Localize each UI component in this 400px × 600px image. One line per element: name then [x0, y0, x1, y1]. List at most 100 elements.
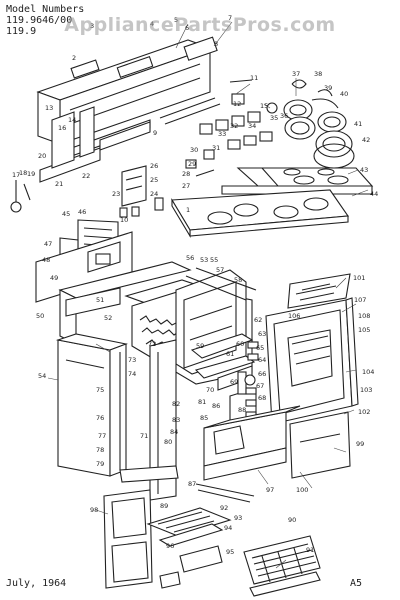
callout-63: 63 — [258, 330, 266, 338]
callout-92: 92 — [220, 504, 228, 512]
callout-65: 65 — [256, 344, 264, 352]
callout-69: 69 — [230, 378, 238, 386]
callout-58: 58 — [234, 276, 242, 284]
callout-51: 51 — [96, 296, 104, 304]
callout-5: 5 — [174, 16, 178, 24]
callout-36: 36 — [280, 112, 288, 120]
callout-43: 43 — [360, 166, 368, 174]
callout-77: 77 — [98, 432, 106, 440]
callout-leaders — [47, 21, 369, 569]
callout-87: 87 — [188, 480, 196, 488]
callout-79: 79 — [96, 460, 104, 468]
callout-32: 32 — [230, 122, 238, 130]
callout-78: 78 — [96, 446, 104, 454]
side-panel-parts — [35, 219, 133, 303]
callout-86: 86 — [212, 402, 220, 410]
callout-81: 81 — [198, 398, 206, 406]
callout-22: 22 — [82, 172, 90, 180]
callout-44: 44 — [370, 190, 378, 198]
callout-80: 80 — [164, 438, 172, 446]
callout-40: 40 — [340, 90, 348, 98]
callout-29: 29 — [188, 160, 196, 168]
callout-33: 33 — [218, 130, 226, 138]
callout-34: 34 — [248, 122, 256, 130]
callout-49: 49 — [50, 274, 58, 282]
surface-units — [283, 79, 355, 169]
callout-16: 16 — [58, 124, 66, 132]
callout-106: 106 — [288, 312, 300, 320]
callout-67: 67 — [256, 382, 264, 390]
callout-71: 71 — [140, 432, 148, 440]
backguard-assembly — [36, 36, 221, 183]
callout-26: 26 — [150, 162, 158, 170]
callout-93: 93 — [234, 514, 242, 522]
cooktop — [171, 167, 374, 238]
callout-102: 102 — [358, 408, 370, 416]
callout-25: 25 — [150, 176, 158, 184]
broiler-pan-rack — [146, 507, 321, 597]
callout-61: 61 — [226, 350, 234, 358]
callout-62: 62 — [254, 316, 262, 324]
callout-55: 55 — [210, 256, 218, 264]
callout-50: 50 — [36, 312, 44, 320]
callout-91: 91 — [306, 546, 314, 554]
callout-41: 41 — [354, 120, 362, 128]
callout-88: 88 — [238, 406, 246, 414]
callout-85: 85 — [200, 414, 208, 422]
callout-104: 104 — [362, 368, 374, 376]
callout-38: 38 — [314, 70, 322, 78]
callout-76: 76 — [96, 414, 104, 422]
watermark: AppliancePartsPros.com — [64, 14, 336, 36]
callout-56: 56 — [186, 254, 194, 262]
callout-75: 75 — [96, 386, 104, 394]
callout-74: 74 — [128, 370, 136, 378]
callout-54: 54 — [38, 372, 46, 380]
callout-8: 8 — [214, 40, 218, 48]
callout-13: 13 — [45, 104, 53, 112]
callout-1: 1 — [186, 206, 190, 214]
callout-53: 53 — [200, 256, 208, 264]
callout-105: 105 — [358, 326, 370, 334]
callout-47: 47 — [44, 240, 52, 248]
callout-83: 83 — [172, 416, 180, 424]
callout-60: 60 — [236, 340, 244, 348]
callout-101: 101 — [353, 274, 365, 282]
callout-82: 82 — [172, 400, 180, 408]
callout-45: 45 — [62, 210, 70, 218]
callout-90: 90 — [288, 516, 296, 524]
callout-68: 68 — [258, 394, 266, 402]
callout-10: 10 — [120, 216, 128, 224]
storage-drawer — [195, 405, 351, 503]
callout-72: 72 — [148, 340, 156, 348]
callout-31: 31 — [212, 144, 220, 152]
callout-99: 99 — [356, 440, 364, 448]
callout-6: 6 — [185, 24, 189, 32]
callout-30: 30 — [190, 146, 198, 154]
callout-37: 37 — [292, 70, 300, 78]
callout-42: 42 — [362, 136, 370, 144]
oven-liner-insulation — [124, 267, 257, 385]
callout-108: 108 — [358, 312, 370, 320]
callout-39: 39 — [324, 84, 332, 92]
footer-date: July, 1964 — [6, 578, 67, 589]
callout-35: 35 — [270, 114, 278, 122]
callout-4: 4 — [150, 20, 154, 28]
footer-page-code: A5 — [350, 578, 363, 589]
callout-9: 9 — [153, 129, 157, 137]
callout-48: 48 — [42, 256, 50, 264]
callout-7: 7 — [228, 14, 232, 22]
callout-3: 3 — [90, 22, 94, 30]
callout-94: 94 — [224, 524, 232, 532]
callout-28: 28 — [182, 170, 190, 178]
callout-89: 89 — [160, 502, 168, 510]
callout-14: 14 — [68, 116, 76, 124]
callout-20: 20 — [38, 152, 46, 160]
callout-12: 12 — [233, 100, 241, 108]
callout-27: 27 — [182, 182, 190, 190]
model-number-2: 119.9 — [6, 26, 37, 37]
callout-52: 52 — [104, 314, 112, 322]
callout-18: 18 — [19, 169, 27, 177]
callout-21: 21 — [55, 180, 63, 188]
callout-64: 64 — [258, 356, 266, 364]
callout-23: 23 — [112, 190, 120, 198]
